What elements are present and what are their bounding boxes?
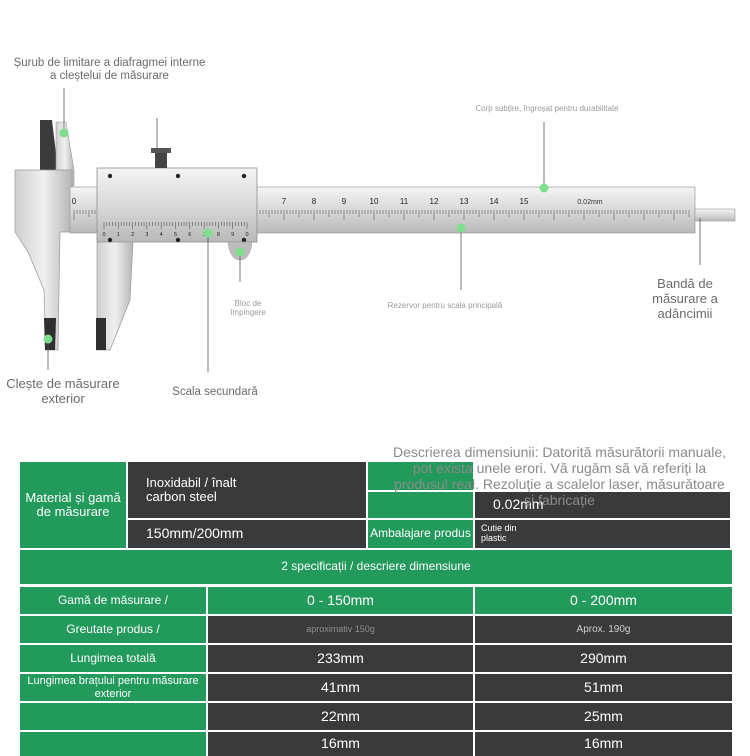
marker-dots xyxy=(43,128,549,344)
outer-jaw-label: Clește de măsurare exterior xyxy=(6,376,120,406)
vernier-scale-number: 1 xyxy=(117,232,120,238)
spec-value-200: 51mm xyxy=(475,674,732,701)
main-scale-number: 15 xyxy=(520,197,529,206)
vernier-scale-number: 9 xyxy=(231,232,234,238)
depth-band-label: Bandă de măsurare a adâncimii xyxy=(652,276,718,321)
fixed-jaw xyxy=(14,120,75,351)
spec-row-label: Lungimea totală xyxy=(20,645,206,672)
vernier-scale-number: 0 xyxy=(245,232,248,238)
spec-value-200: 0 - 200mm xyxy=(475,587,732,614)
secondary-scale-label: Scala secundară xyxy=(172,386,258,398)
spec-value-200: 25mm xyxy=(475,703,732,730)
spec-value-200: Aprox. 190g xyxy=(475,616,732,643)
spec-row-label xyxy=(20,703,206,730)
spec-value-150: 0 - 150mm xyxy=(208,587,473,614)
spec-value-150: 16mm xyxy=(208,732,473,756)
vernier-scale-number: 8 xyxy=(217,232,220,238)
main-scale-number: 7 xyxy=(282,197,287,206)
spec-value-150: 233mm xyxy=(208,645,473,672)
spec-value-200: 290mm xyxy=(475,645,732,672)
spec-value-200: 16mm xyxy=(475,732,732,756)
push-block-label: Bloc de împingere xyxy=(230,299,266,318)
main-scale-number: 11 xyxy=(400,197,409,206)
thin-body-label: Corp subțire, îngroșat pentru durabilita… xyxy=(475,104,619,113)
main-scale-number: 14 xyxy=(490,197,499,206)
resolution-mark: 0.02mm xyxy=(577,199,602,206)
material-label: Material și gamă de măsurare xyxy=(20,462,126,548)
spec-row-label: Lungimea brațului pentru măsurare exteri… xyxy=(20,674,206,701)
blank-green-cell xyxy=(368,462,473,490)
resolution-value: 0.02mm xyxy=(475,492,730,518)
range-value: 150mm/200mm xyxy=(128,520,366,548)
packaging-value: Cutie din plastic xyxy=(475,520,730,548)
pointer-lines xyxy=(47,88,701,372)
vernier-scale-number: 5 xyxy=(174,232,177,238)
vernier-scale-number: 4 xyxy=(160,232,163,238)
main-scale-ticks xyxy=(73,210,690,220)
spec-value-150: 41mm xyxy=(208,674,473,701)
main-scale-number: 13 xyxy=(460,197,469,206)
vernier-scale-ticks xyxy=(103,222,248,229)
spec-row-label xyxy=(20,732,206,756)
vernier-scale-number: 2 xyxy=(131,232,134,238)
vernier-scale-number: 6 xyxy=(188,232,191,238)
main-scale-number: 10 xyxy=(370,197,379,206)
material-value: Inoxidabil / înalt carbon steel xyxy=(128,462,366,518)
spec-row-label: Gamă de măsurare / xyxy=(20,587,206,614)
main-scale-groove-label: Rezervor pentru scala principală xyxy=(387,301,503,310)
spec-value-150: 22mm xyxy=(208,703,473,730)
main-scale-number: 0 xyxy=(72,197,77,206)
caliper-diagram: 0123456789101112131415 0.02mm 0123456789… xyxy=(14,88,736,372)
main-scale-number: 12 xyxy=(430,197,439,206)
limit-screw-label: Șurub de limitare a diafragmei interne a… xyxy=(13,57,206,83)
spec-header: 2 specificații / descriere dimensiune xyxy=(20,550,732,584)
spec-value-150: aproximativ 150g xyxy=(208,616,473,643)
main-scale-number: 9 xyxy=(342,197,347,206)
main-scale-number: 8 xyxy=(312,197,317,206)
blank-green-cell-2 xyxy=(368,492,473,518)
vernier-scale-number: 3 xyxy=(145,232,148,238)
packaging-label: Ambalajare produs xyxy=(368,520,473,548)
vernier-scale-number: 0 xyxy=(102,232,105,238)
dimension-note: Descrierea dimensiunii: Datorită măsurăt… xyxy=(392,444,727,509)
spec-row-label: Greutate produs / xyxy=(20,616,206,643)
slider xyxy=(96,148,258,351)
